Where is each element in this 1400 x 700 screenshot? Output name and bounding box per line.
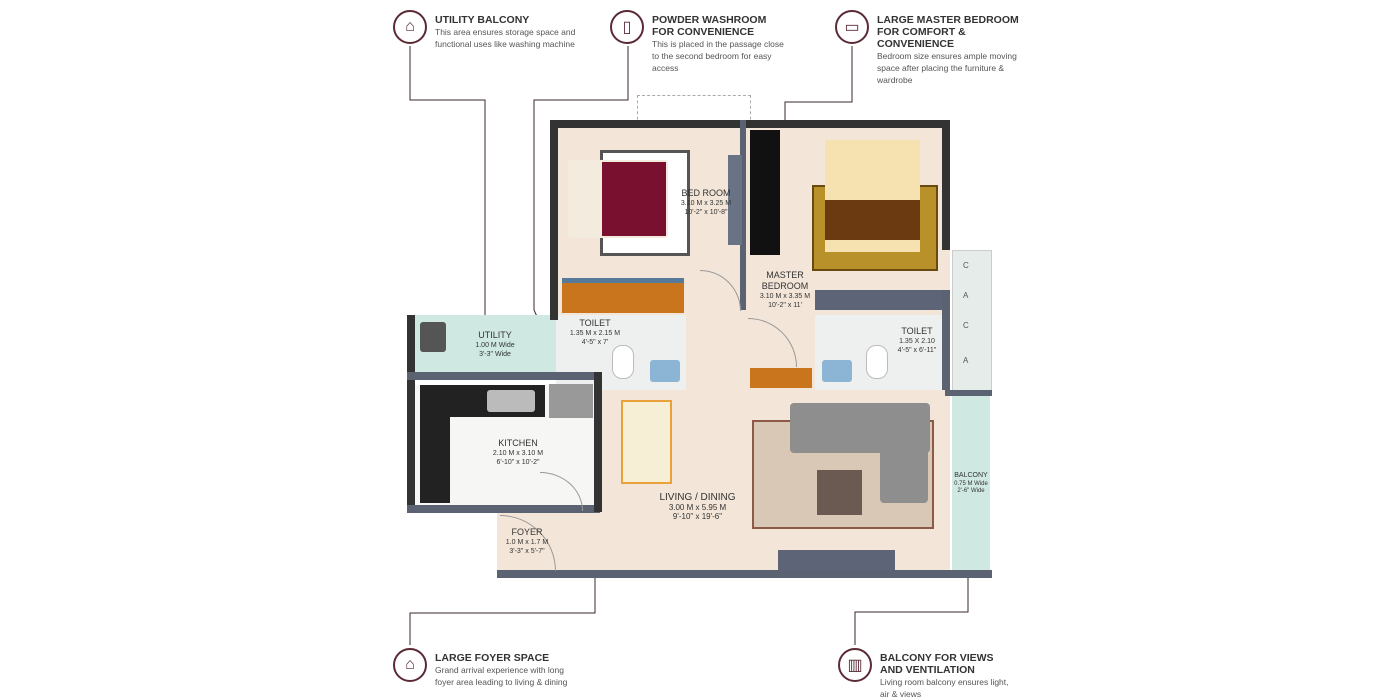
ac-label: C [963,261,969,270]
callout-utility-balcony: ⌂ UTILITY BALCONY This area ensures stor… [393,10,593,50]
master-bench [750,368,812,388]
callout-description: This area ensures storage space and func… [435,27,576,49]
wall [407,315,415,513]
washbasin-1 [650,360,680,382]
sofa-chaise [880,403,928,503]
callout-foyer: ⌂ LARGE FOYER SPACE Grand arrival experi… [393,648,583,688]
callout-description: Grand arrival experience with long foyer… [435,665,568,687]
balcony-floor [952,395,990,570]
utility-leader [409,46,486,322]
callout-balcony: ▥ BALCONY FOR VIEWS AND VENTILATION Livi… [838,648,1013,700]
wall [740,120,746,310]
balcony-leader [854,565,969,645]
callout-powder-washroom: ▯ POWDER WASHROOM FOR CONVENIENCE This i… [610,10,790,74]
washing-machine [420,322,446,352]
wall [407,372,600,380]
foyer-icon: ⌂ [393,648,427,682]
bed-master-throw [825,200,920,240]
wall [942,120,950,250]
bed-cover [602,162,666,236]
coffee-table [817,470,862,515]
ac-label: A [963,356,969,365]
callout-title: BALCONY FOR VIEWS AND VENTILATION [880,652,994,676]
wall [942,290,950,390]
wall-bottom [497,570,992,578]
balcony-icon: ▥ [838,648,872,682]
bed-icon: ▭ [835,10,869,44]
washbasin-2 [822,360,852,382]
callout-master-bedroom: ▭ LARGE MASTER BEDROOM FOR COMFORT & CON… [835,10,1020,86]
callout-title: LARGE MASTER BEDROOM FOR COMFORT & CONVE… [877,14,1019,50]
ac-label: A [963,291,969,300]
master-wardrobe [750,130,780,255]
wall [407,505,600,513]
callout-title: POWDER WASHROOM FOR CONVENIENCE [652,14,767,38]
dining-table [621,400,672,484]
callout-title: UTILITY BALCONY [435,14,530,26]
sink [487,390,535,412]
wall-top [550,120,950,128]
wc-toilet-1 [612,345,634,379]
wc-toilet-2 [866,345,888,379]
master-tv-console [815,290,942,310]
ac-label: C [963,321,969,330]
washroom-icon: ▯ [610,10,644,44]
callout-title: LARGE FOYER SPACE [435,652,550,664]
utility-balcony-icon: ⌂ [393,10,427,44]
callout-description: Bedroom size ensures ample moving space … [877,51,1017,85]
wall [550,120,558,320]
callout-description: Living room balcony ensures light, air &… [880,677,1009,699]
wall [594,372,602,512]
ac-ledge: C A C A [952,250,992,392]
wardrobe [562,278,684,313]
living-tv-console [778,550,895,570]
oven [549,384,593,418]
callout-description: This is placed in the passage close to t… [652,39,784,73]
foyer-leader [409,545,596,645]
wall [945,390,992,396]
tv-unit [728,155,742,245]
